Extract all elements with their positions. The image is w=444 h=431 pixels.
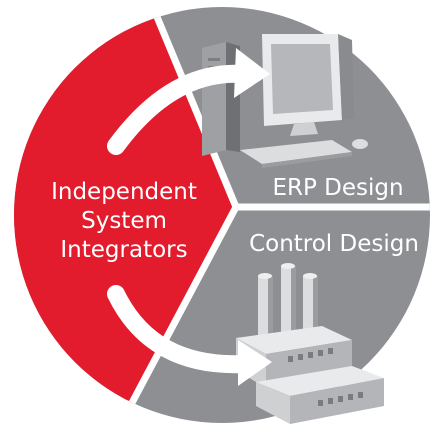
erp-design-label: ERP Design: [272, 175, 403, 201]
center-label-line-2: System: [81, 208, 167, 234]
left-segment: [14, 7, 236, 423]
desktop-computer-icon: [202, 34, 368, 168]
upper-arrow: [107, 48, 270, 155]
center-label-line-1: Independent: [51, 179, 197, 205]
lower-arrow: [107, 285, 272, 386]
control-design-label: Control Design: [249, 231, 419, 257]
center-label-line-3: Integrators: [60, 237, 187, 263]
factory-icon: [236, 263, 384, 424]
